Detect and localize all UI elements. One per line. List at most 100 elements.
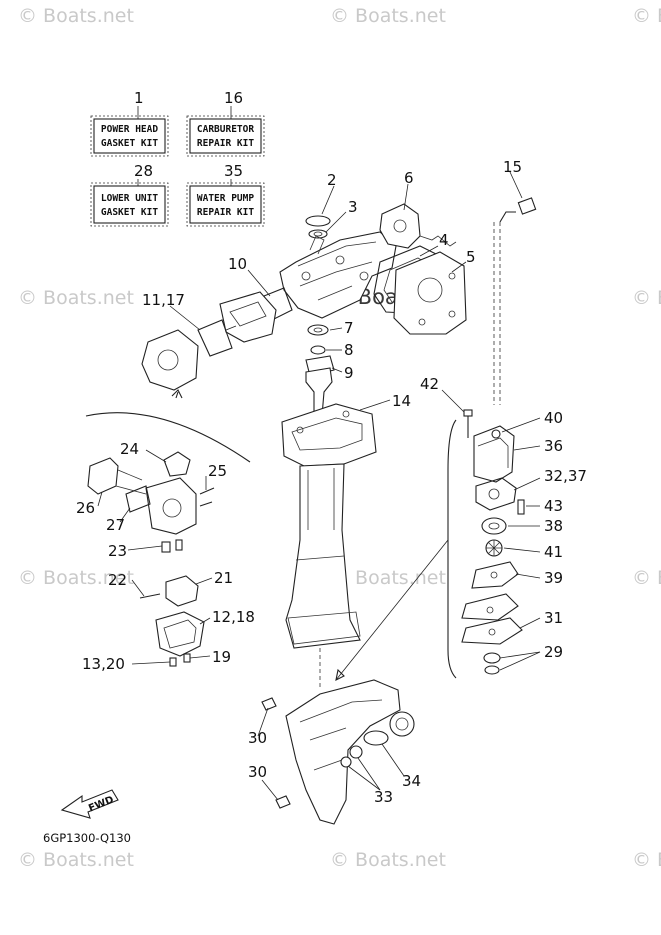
part-label-30[interactable]: 30 [248, 763, 267, 781]
propeller-shaft-housing-part[interactable] [389, 711, 415, 737]
cylinder-head-part[interactable] [393, 251, 467, 335]
part-label-19[interactable]: 19 [212, 648, 231, 666]
part-label-40[interactable]: 40 [544, 409, 563, 427]
drive-shaft-housing-part[interactable] [285, 463, 361, 649]
bolt-part[interactable] [463, 409, 473, 417]
kit-line2: REPAIR KIT [197, 207, 254, 218]
pin-part[interactable] [517, 499, 525, 515]
watermark: © Boats.net [632, 849, 661, 871]
kit-power-head-gasket[interactable]: 1 POWER HEAD GASKET KIT [90, 89, 169, 157]
connector-part[interactable] [517, 197, 537, 215]
part-label-33[interactable]: 33 [374, 788, 393, 806]
part-label-3[interactable]: 3 [348, 198, 358, 216]
part-label-26[interactable]: 26 [76, 499, 95, 517]
carburetor-body-part[interactable] [145, 477, 197, 535]
part-label-12-18[interactable]: 12,18 [212, 608, 255, 626]
part-label-15[interactable]: 15 [503, 158, 522, 176]
carburetor-exploded [85, 389, 251, 667]
part-label-2[interactable]: 2 [327, 171, 337, 189]
part-label-7[interactable]: 7 [344, 319, 354, 337]
kit-line1: CARBURETOR [197, 124, 254, 135]
kit-number: 35 [224, 162, 243, 180]
part-label-43[interactable]: 43 [544, 497, 563, 515]
plate-part[interactable] [305, 355, 335, 377]
kit-line2: GASKET KIT [101, 138, 158, 149]
gasket-part[interactable] [475, 477, 517, 511]
watermark: © Boats.net [632, 5, 661, 27]
intake-silencer-part[interactable] [141, 329, 199, 391]
gasket-part[interactable] [461, 617, 523, 645]
part-label-41[interactable]: 41 [544, 543, 563, 561]
insert-cartridge-part[interactable] [481, 517, 507, 535]
diagram-code: 6GP1300-Q130 [43, 831, 131, 845]
part-label-39[interactable]: 39 [544, 569, 563, 587]
float-bowl-part[interactable] [155, 611, 205, 657]
part-label-34[interactable]: 34 [402, 772, 421, 790]
part-label-36[interactable]: 36 [544, 437, 563, 455]
throttle-part[interactable] [87, 457, 119, 495]
part-label-22[interactable]: 22 [108, 571, 127, 589]
fwd-label: FWD [87, 794, 115, 814]
jet-part[interactable] [161, 541, 171, 553]
watermarks: © Boats.net © Boats.net © Boats.net © Bo… [18, 5, 661, 871]
part-label-38[interactable]: 38 [544, 517, 563, 535]
forward-arrow: FWD [60, 789, 119, 819]
part-label-21[interactable]: 21 [214, 569, 233, 587]
part-label-6[interactable]: 6 [404, 169, 414, 187]
part-label-27[interactable]: 27 [106, 516, 125, 534]
drain-plug-part[interactable] [275, 795, 291, 809]
drain-plug-part[interactable] [261, 697, 277, 711]
cover-part[interactable] [379, 203, 421, 249]
part-label-30[interactable]: 30 [248, 729, 267, 747]
part-label-13-20[interactable]: 13,20 [82, 655, 125, 673]
screw-part[interactable] [169, 657, 177, 667]
part-label-23[interactable]: 23 [108, 542, 127, 560]
o-ring-part[interactable] [305, 215, 331, 227]
watermark: © Boats.net [330, 567, 446, 589]
kit-carburetor-repair[interactable]: 16 CARBURETOR REPAIR KIT [186, 89, 265, 157]
kit-water-pump-repair[interactable]: 35 WATER PUMP REPAIR KIT [186, 162, 265, 227]
outer-plate-part[interactable] [471, 561, 519, 589]
bushing-part[interactable] [483, 652, 501, 664]
o-ring-part[interactable] [363, 730, 389, 746]
part-label-9[interactable]: 9 [344, 364, 354, 382]
part-label-31[interactable]: 31 [544, 609, 563, 627]
kit-number: 16 [224, 89, 243, 107]
part-label-32-37[interactable]: 32,37 [544, 467, 587, 485]
collar-part[interactable] [308, 229, 328, 239]
part-label-5[interactable]: 5 [466, 248, 476, 266]
part-label-42[interactable]: 42 [420, 375, 439, 393]
part-label-25[interactable]: 25 [208, 462, 227, 480]
part-label-11-17[interactable]: 11,17 [142, 291, 185, 309]
upper-casing-part[interactable] [281, 403, 377, 467]
part-label-14[interactable]: 14 [392, 392, 411, 410]
float-chamber-part[interactable] [165, 575, 199, 607]
part-label-8[interactable]: 8 [344, 341, 354, 359]
seal-part[interactable] [307, 324, 329, 336]
seal-part[interactable] [349, 745, 363, 759]
watermark: © Boats.net [18, 849, 134, 871]
watermark: © Boats.net [18, 287, 134, 309]
power-head-assembly [141, 203, 467, 391]
part-label-4[interactable]: 4 [439, 231, 449, 249]
part-label-10[interactable]: 10 [228, 255, 247, 273]
part-label-29[interactable]: 29 [544, 643, 563, 661]
diaphragm-part[interactable] [125, 485, 151, 513]
gasket-part[interactable] [461, 593, 519, 621]
watermark: © Boats.net [632, 287, 661, 309]
part-label-24[interactable]: 24 [120, 440, 139, 458]
kit-lower-unit-gasket[interactable]: 28 LOWER UNIT GASKET KIT [90, 162, 169, 227]
fwd-arrow-icon [60, 789, 119, 819]
kit-line1: POWER HEAD [101, 124, 158, 135]
pump-housing-part[interactable] [473, 425, 515, 483]
screw-part[interactable] [199, 487, 215, 495]
watermark: © Boats.net [330, 849, 446, 871]
kit-number: 1 [134, 89, 144, 107]
part-labels: 2 3 6 4 5 10 11,17 7 8 9 14 15 42 40 36 … [76, 158, 587, 806]
float-part[interactable] [163, 451, 191, 477]
carburetor-part[interactable] [219, 291, 277, 343]
cylinder-housing-part[interactable] [279, 231, 397, 319]
kit-line1: LOWER UNIT [101, 193, 158, 204]
washer-part[interactable] [310, 345, 326, 355]
